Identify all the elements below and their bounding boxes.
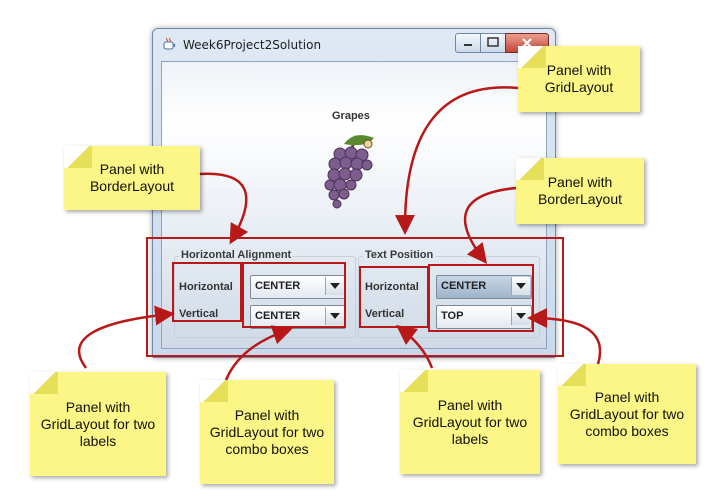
- arrow-labels-left: [77, 305, 175, 369]
- note-line: BorderLayout: [89, 178, 175, 194]
- combos-highlight-right: [428, 264, 534, 332]
- group-title: Horizontal Alignment: [179, 249, 294, 261]
- note-line: GridLayout: [544, 79, 614, 95]
- combo-value: CENTER: [441, 280, 487, 292]
- note-line: Panel with: [99, 161, 165, 177]
- chevron-down-icon[interactable]: [511, 277, 530, 295]
- arrow-combos-right: [527, 308, 602, 365]
- content-pane: Grapes Horizontal Alignment Horizontal: [161, 61, 547, 349]
- vertical-text-position-combo[interactable]: TOP: [436, 305, 532, 329]
- note-combos-left: Panel with GridLayout for two combo boxe…: [200, 380, 334, 484]
- note-line: GridLayout for two: [569, 405, 685, 422]
- note-line: Panel with: [547, 174, 613, 190]
- note-labels-left: Panel with GridLayout for two labels: [30, 372, 166, 476]
- note-borderlayout-left: Panel with BorderLayout: [64, 146, 200, 210]
- note-line: labels: [451, 430, 489, 447]
- horizontal-text-position-combo[interactable]: CENTER: [436, 275, 532, 299]
- note-labels-right: Panel with GridLayout for two labels: [400, 370, 540, 474]
- arrow-combos-left: [224, 325, 293, 381]
- note-borderlayout-right: Panel with BorderLayout: [516, 158, 644, 224]
- combo-value: TOP: [441, 310, 464, 322]
- note-line: GridLayout for two: [412, 413, 528, 430]
- combo-value: CENTER: [255, 310, 301, 322]
- note-line: Panel with: [437, 396, 503, 413]
- vertical-alignment-combo[interactable]: CENTER: [250, 305, 346, 329]
- window-title: Week6Project2Solution: [183, 38, 322, 52]
- arrow-grid-top: [394, 86, 519, 235]
- label-horizontal: Horizontal: [365, 281, 419, 293]
- combos-highlight-left: [242, 262, 346, 328]
- maximize-icon: [487, 37, 499, 47]
- outer-panel-highlight: [146, 237, 564, 357]
- horizontal-alignment-panel: Horizontal Alignment: [174, 249, 356, 338]
- note-line: Panel with: [65, 398, 131, 415]
- labels-highlight-left: [172, 262, 242, 322]
- chevron-down-icon[interactable]: [325, 277, 344, 295]
- app-window: Week6Project2Solution Grapes: [152, 28, 556, 358]
- label-vertical: Vertical: [365, 308, 405, 320]
- close-icon: [522, 38, 532, 48]
- java-app-icon: [163, 37, 177, 51]
- note-gridlayout-top: Panel with GridLayout: [518, 46, 640, 112]
- image-label: Grapes: [332, 110, 370, 122]
- minimize-icon: [464, 44, 472, 46]
- combo-value: CENTER: [255, 280, 301, 292]
- note-line: BorderLayout: [537, 191, 623, 207]
- note-line: GridLayout for two: [209, 423, 325, 440]
- label-vertical: Vertical: [179, 308, 219, 320]
- note-line: Panel with: [594, 388, 660, 405]
- grapes-image: [322, 130, 382, 221]
- title-bar[interactable]: Week6Project2Solution: [153, 29, 555, 59]
- text-position-panel: Text Position: [358, 249, 540, 338]
- note-line: combo boxes: [585, 422, 669, 439]
- label-horizontal: Horizontal: [179, 281, 233, 293]
- note-combos-right: Panel with GridLayout for two combo boxe…: [558, 364, 696, 464]
- horizontal-alignment-combo[interactable]: CENTER: [250, 275, 346, 299]
- note-line: combo boxes: [225, 440, 309, 457]
- note-line: GridLayout for two: [40, 415, 156, 432]
- chevron-down-icon[interactable]: [511, 307, 530, 325]
- arrow-border-left: [199, 172, 249, 245]
- note-line: Panel with: [234, 406, 300, 423]
- arrow-labels-right: [396, 324, 434, 369]
- group-title: Text Position: [363, 249, 436, 261]
- chevron-down-icon[interactable]: [325, 307, 344, 325]
- note-line: Panel with: [546, 62, 612, 78]
- arrow-border-right: [464, 186, 517, 264]
- note-line: labels: [79, 432, 117, 449]
